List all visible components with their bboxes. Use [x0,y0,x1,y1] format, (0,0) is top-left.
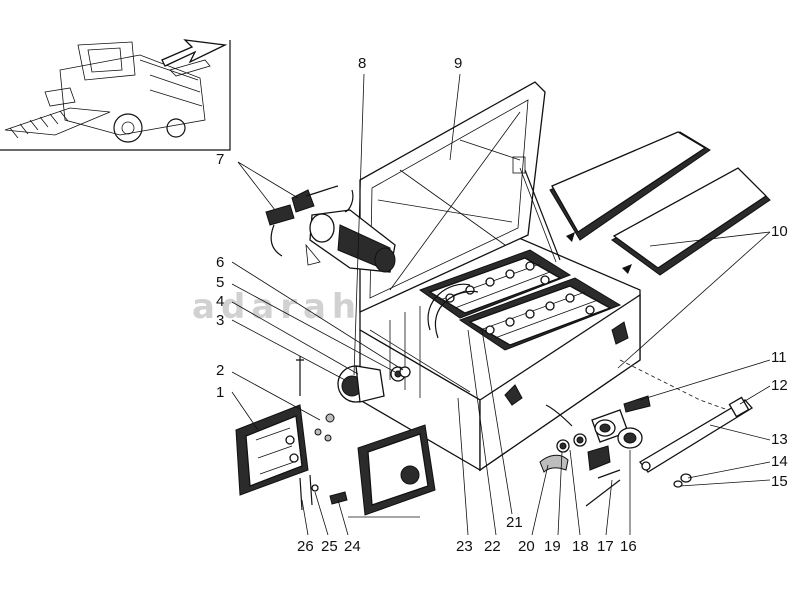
callout-6: 6 [216,254,224,271]
callout-23: 23 [456,538,473,555]
lid-support-strut [524,169,561,261]
callout-17: 17 [597,538,614,555]
box-handle-right [611,321,629,345]
battery-box-lid [359,81,546,314]
callout-18: 18 [572,538,589,555]
combine-harvester-inset [0,39,231,151]
solenoid-switch-part-8 [305,189,396,273]
battery-covers [549,131,771,276]
callout-7: 7 [216,151,224,168]
callout-22: 22 [484,538,501,555]
batteries [418,249,622,351]
callout-21: 21 [506,514,523,531]
callout-26: 26 [297,538,314,555]
callout-11: 11 [771,349,787,366]
callout-1: 1 [216,384,224,401]
callout-10: 10 [771,223,788,240]
cable-clamps-part-7 [265,185,339,257]
box-handle-front [504,384,523,406]
callout-3: 3 [216,312,224,329]
callout-5: 5 [216,274,224,291]
callout-labels: 1 2 3 4 5 6 7 8 9 10 11 12 13 14 15 16 1… [216,55,788,555]
callout-25: 25 [321,538,338,555]
terminal-plate-part-1 [235,404,335,496]
callout-20: 20 [518,538,535,555]
callout-13: 13 [771,431,788,448]
callout-4: 4 [216,293,224,310]
relay-parts-3-6 [296,356,411,403]
callout-8: 8 [358,55,366,72]
callout-12: 12 [771,377,788,394]
connector-block [299,424,436,516]
callout-24: 24 [344,538,361,555]
callout-9: 9 [454,55,462,72]
support-bar-parts-12-15 [619,359,753,488]
callout-16: 16 [620,538,637,555]
inset-arrow-icon [161,39,228,67]
callout-19: 19 [544,538,561,555]
callout-15: 15 [771,473,788,490]
cable-lugs-parts-16-20 [539,395,651,507]
callout-14: 14 [771,453,788,470]
callout-2: 2 [216,362,224,379]
leader-lines [231,73,771,536]
